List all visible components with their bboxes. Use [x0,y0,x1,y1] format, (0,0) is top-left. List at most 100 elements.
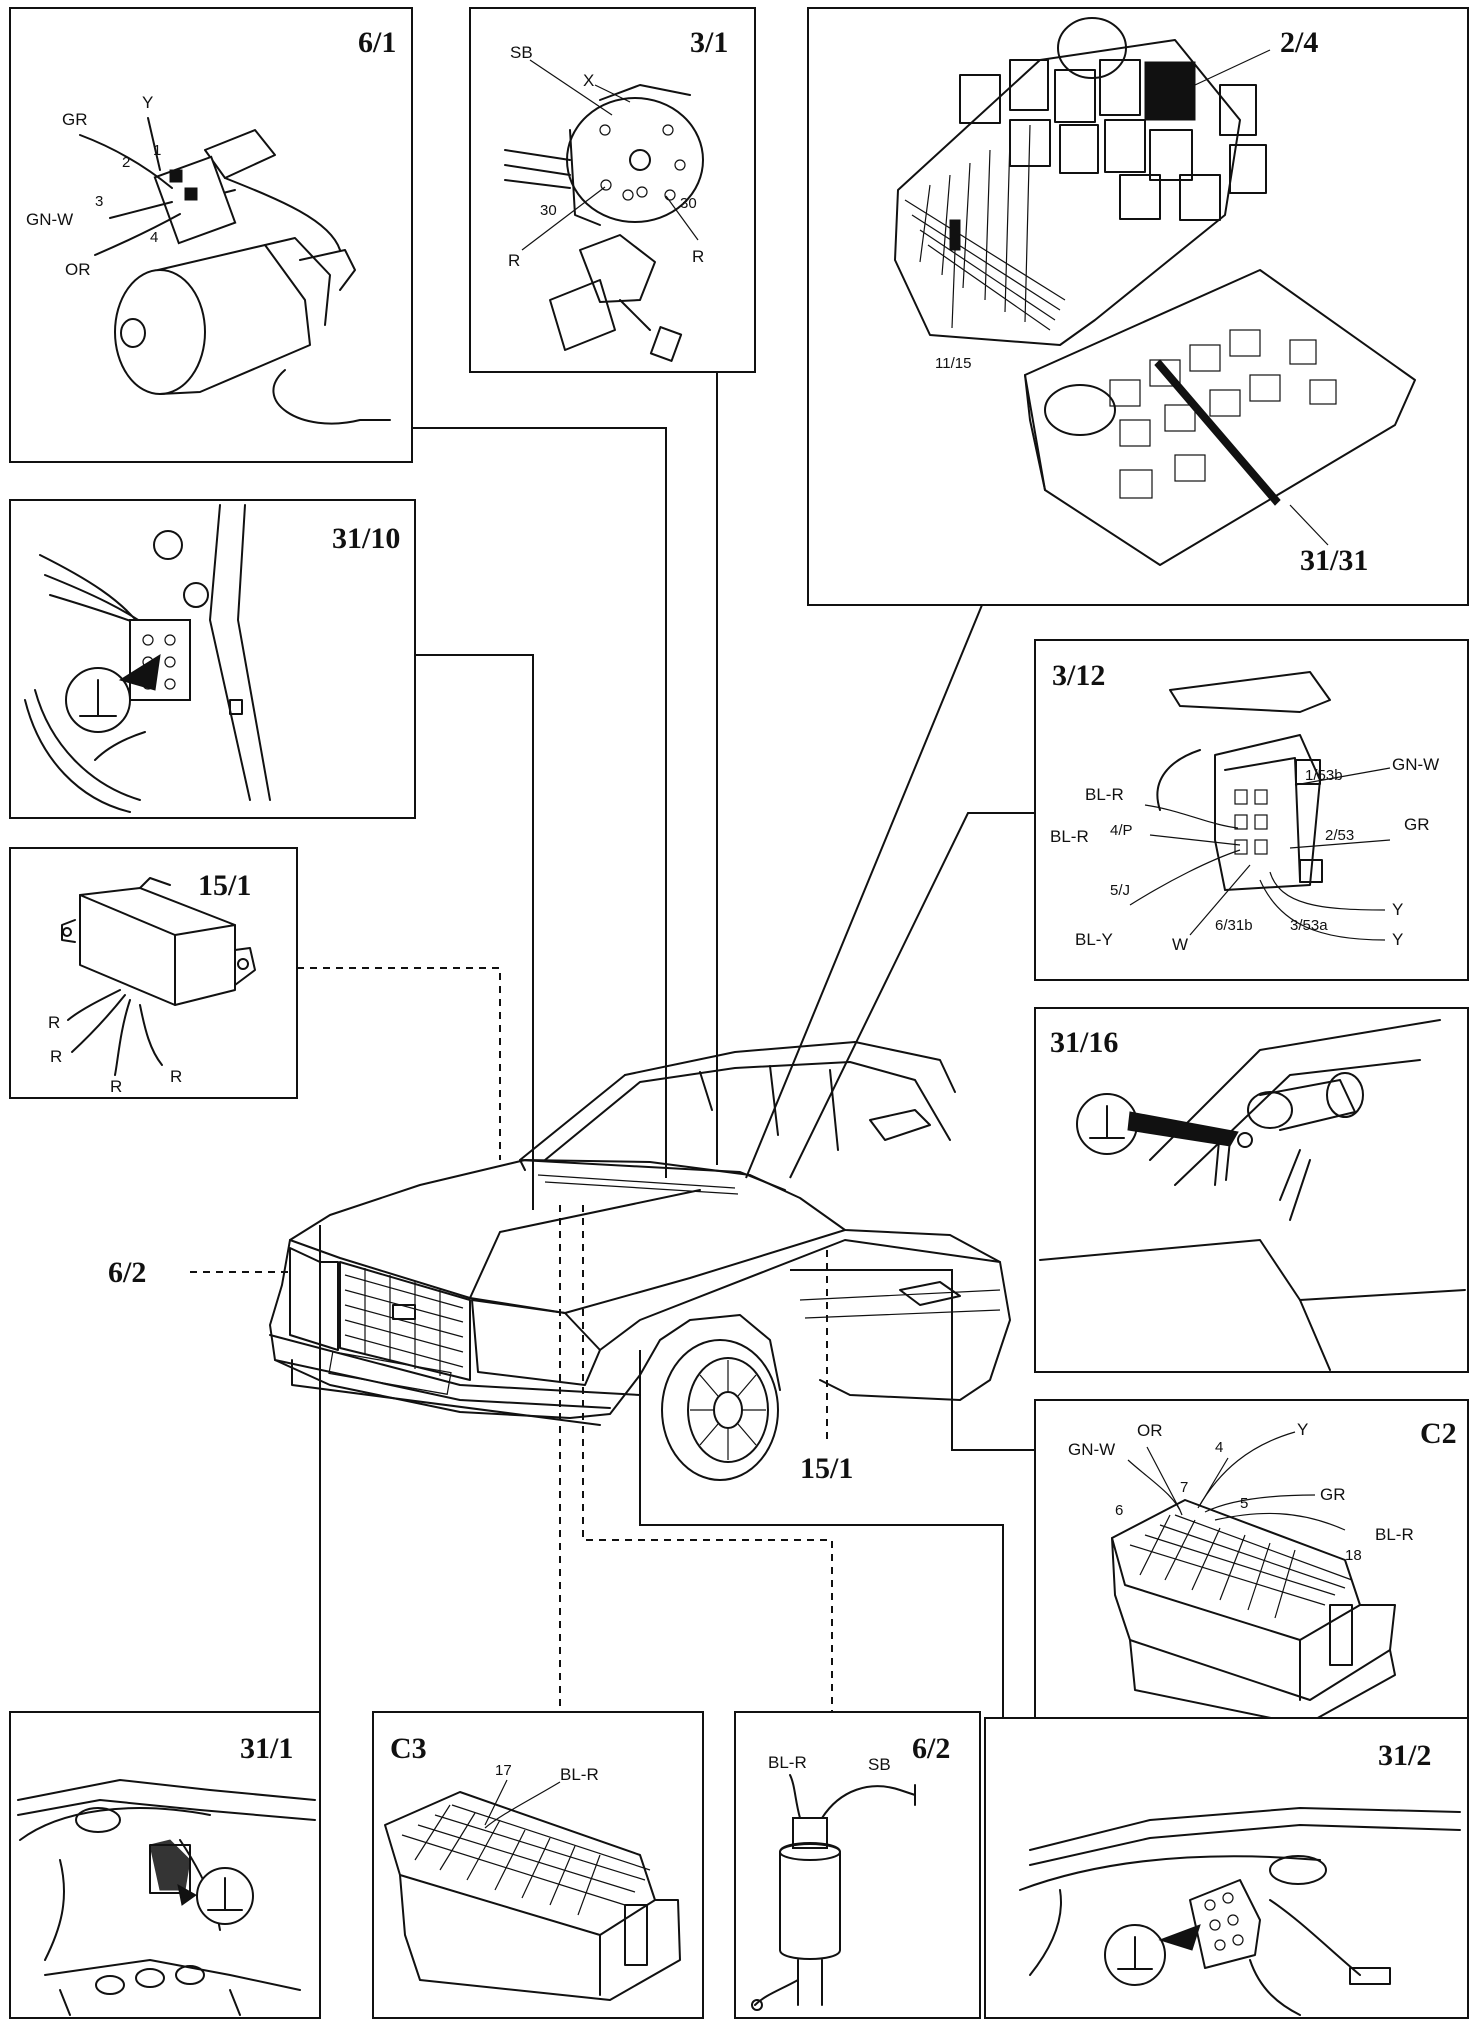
wire-gnw [109,201,173,219]
pin-4: 4 [150,229,158,246]
label-4: 4 [1215,1439,1223,1456]
wire-or [94,213,181,256]
pointer-r-right [665,195,699,241]
wire-y [147,117,161,171]
ignition-switch [504,84,704,362]
label-y-2: Y [1392,930,1403,949]
label-x: X [583,71,594,90]
label-blr: BL-R [1375,1525,1414,1544]
panel-c3-title: C3 [390,1732,427,1765]
leader-lines [190,372,1035,1718]
panel-c2: C2 GN-W OR 4 Y 7 GR 6 5 BL-R 18 [1034,1399,1469,1736]
label-18: 18 [1345,1547,1362,1564]
label-or: OR [1137,1421,1163,1440]
ground-point-31-16 [1039,1019,1466,1371]
panel-31-16-title: 31/16 [1050,1026,1118,1059]
label-blr-1: BL-R [1085,785,1124,804]
panel-31-10: 31/10 [9,499,416,819]
fuse-11-15 [949,219,961,251]
label-6-31b: 6/31b [1215,917,1253,934]
relay-2-4 [1144,61,1196,121]
label-r-3: R [110,1077,122,1096]
label-17: 17 [495,1762,512,1779]
panel-3-12: 3/12 1/53b GN-W BL-R 4/P BL-R 2/5 [1034,639,1469,981]
connector-block-c3 [384,1779,681,2001]
pointer-2-4 [1194,49,1271,86]
label-r-2: R [50,1047,62,1066]
wiper-relay-module [61,877,256,1076]
pointer-31-31 [1289,504,1329,546]
leader-15-1-panel [297,967,501,1160]
panel-3-1: 3/1 SB X 30 30 R R [469,7,756,373]
label-y-1: Y [1392,900,1403,919]
panel-2-4-title: 2/4 [1280,26,1318,59]
leader-3-12 [789,812,1035,1179]
wiper-motor [114,129,391,425]
label-y: Y [1297,1420,1308,1439]
label-r-left: R [508,251,520,270]
pointer-sb [529,59,613,116]
label-gr: GR [1320,1485,1346,1504]
label-gr: GR [1404,815,1430,834]
leader-6-1 [410,427,667,1178]
label-11-15: 11/15 [935,355,971,372]
label-r-right: R [692,247,704,266]
wire-blr [789,1774,801,1819]
panel-31-16: 31/16 [1034,1007,1469,1373]
label-30-right: 30 [680,195,697,212]
label-blr: BL-R [560,1765,599,1784]
label-or: OR [65,260,91,279]
label-sb: SB [510,43,533,62]
label-gnw: GN-W [1068,1440,1115,1459]
pointer-11-15 [951,249,956,329]
panel-6-2-title: 6/2 [912,1732,950,1765]
central-electrical-unit [894,17,1271,346]
label-y: Y [142,93,153,112]
ground-point-31-2 [1019,1807,1461,2016]
label-30-left: 30 [540,202,557,219]
label-sb: SB [868,1755,891,1774]
panel-31-1: 31/1 [9,1711,321,2019]
pin-2: 2 [122,154,130,171]
label-r-4: R [170,1067,182,1086]
wiper-switch [1156,671,1331,891]
label-4-p: 4/P [1110,822,1133,839]
label-gnw: GN-W [1392,755,1439,774]
label-gr: GR [62,110,88,129]
panel-c2-title: C2 [1420,1417,1457,1450]
washer-pump [751,1774,916,2011]
ground-point-31-10 [24,504,271,813]
label-5-j: 5/J [1110,882,1130,899]
panel-31-2: 31/2 [984,1717,1469,2019]
panel-c3: C3 17 BL-R [372,1711,704,2019]
panel-6-2: 6/2 BL-R SB [734,1711,981,2019]
leader-31-10 [415,654,534,1210]
panel-6-1: 6/1 GR Y GN-W OR 1 2 3 4 [9,7,413,463]
panel-31-10-title: 31/10 [332,522,400,555]
pointer-x [594,84,631,103]
label-bly: BL-Y [1075,930,1113,949]
label-6: 6 [1115,1502,1123,1519]
label-5: 5 [1240,1495,1248,1512]
connector-6-1 [153,155,237,245]
leader-c2 [790,1269,1035,1451]
relay-box-31-31 [1024,269,1416,566]
panel-15-1-title: 15/1 [198,869,251,902]
wire-sb [821,1785,916,1819]
wire-gr [79,134,173,189]
panel-3-1-title: 3/1 [690,26,728,59]
panel-31-2-title: 31/2 [1378,1739,1431,1772]
leader-2-4 [745,604,983,1179]
panel-6-1-title: 6/1 [358,26,396,59]
pin-3: 3 [95,193,103,210]
label-7: 7 [1180,1479,1188,1496]
label-r-1: R [48,1013,60,1032]
car-callout-15-1: 15/1 [800,1452,853,1485]
label-31-31: 31/31 [1300,544,1368,577]
pointer-lines-3-12 [1129,767,1391,941]
pointer-lines-c2 [1127,1431,1346,1531]
label-2-53: 2/53 [1325,827,1354,844]
leader-31-2 [639,1350,1004,1718]
label-blr: BL-R [768,1753,807,1772]
